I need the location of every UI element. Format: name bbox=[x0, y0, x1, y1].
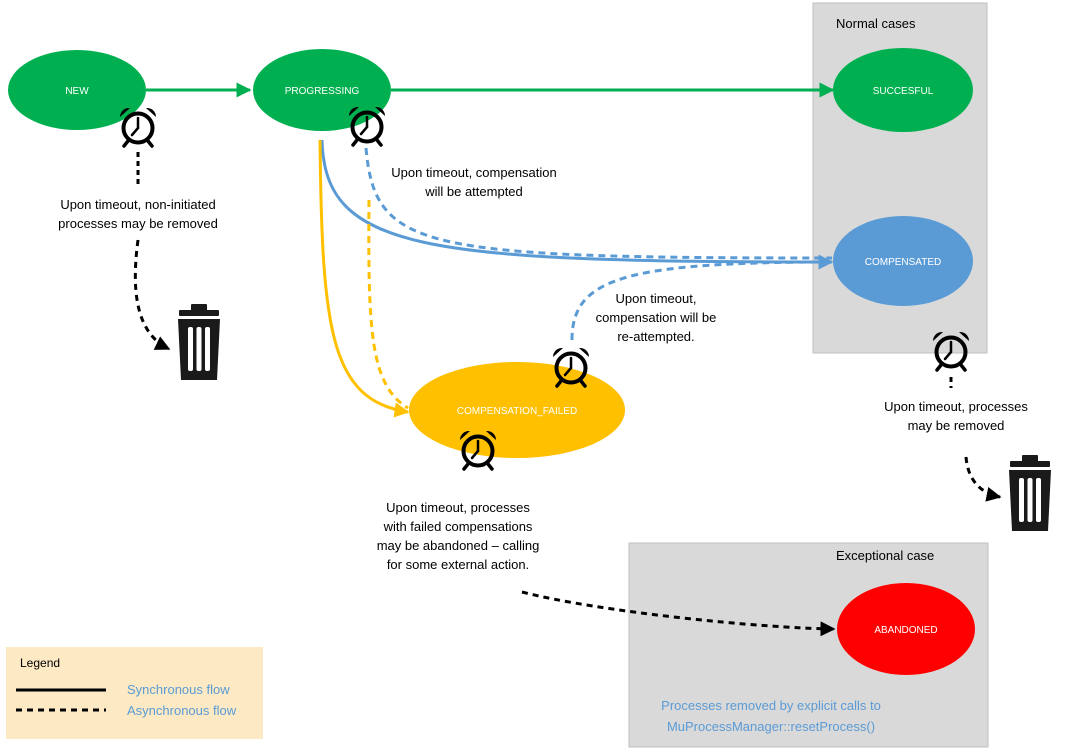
state-new-label: NEW bbox=[65, 86, 89, 97]
compensated-timeout-note-line-1: Upon timeout, processes bbox=[884, 399, 1028, 414]
state-succesful-label: SUCCESFUL bbox=[873, 86, 934, 97]
state-compensated bbox=[833, 216, 973, 306]
retry-note-line-2: compensation will be bbox=[596, 310, 717, 325]
async-flow-new-to-trash bbox=[133, 239, 171, 351]
async-flow-failed-to-compensated bbox=[570, 260, 833, 341]
legend-title: Legend bbox=[20, 656, 60, 670]
trash-can-icon bbox=[1009, 455, 1051, 531]
trash-can-icon bbox=[178, 304, 220, 380]
state-compensation-failed-label: COMPENSATION_FAILED bbox=[457, 406, 577, 417]
state-abandoned bbox=[837, 583, 975, 675]
progressing-timeout-note-line-1: Upon timeout, compensation bbox=[391, 165, 556, 180]
legend-box bbox=[6, 647, 263, 739]
state-progressing-label: PROGRESSING bbox=[285, 86, 360, 97]
state-abandoned-label: ABANDONED bbox=[874, 625, 937, 636]
reset-note-line-1: Processes removed by explicit calls to bbox=[661, 698, 881, 713]
async-flow-compensated-to-trash bbox=[964, 456, 1002, 502]
legend-async-label: Asynchronous flow bbox=[127, 703, 237, 718]
progressing-timeout-note-line-2: will be attempted bbox=[424, 184, 523, 199]
new-timeout-note-line-2: processes may be removed bbox=[58, 216, 218, 231]
normal-cases-title: Normal cases bbox=[836, 16, 916, 31]
state-succesful bbox=[833, 48, 973, 132]
retry-note-line-3: re-attempted. bbox=[617, 329, 694, 344]
async-flow-failed-to-abandoned bbox=[521, 590, 836, 637]
state-new bbox=[8, 50, 146, 130]
async-flow-progressing-to-compensation-failed bbox=[367, 199, 409, 410]
state-compensated-label: COMPENSATED bbox=[865, 257, 942, 268]
legend: Legend Synchronous flow Asynchronous flo… bbox=[6, 647, 263, 739]
legend-sync-label: Synchronous flow bbox=[127, 682, 230, 697]
state-progressing bbox=[253, 49, 391, 131]
flow-progressing-to-compensated bbox=[320, 139, 834, 270]
flow-progressing-to-compensation-failed bbox=[318, 139, 410, 418]
compensated-timeout-note-line-2: may be removed bbox=[908, 418, 1005, 433]
failed-timeout-note-line-4: for some external action. bbox=[387, 557, 529, 572]
failed-timeout-note-line-2: with failed compensations bbox=[383, 519, 533, 534]
reset-note-line-2: MuProcessManager::resetProcess() bbox=[667, 719, 875, 734]
new-timeout-note-line-1: Upon timeout, non-initiated bbox=[60, 197, 215, 212]
exceptional-case-title: Exceptional case bbox=[836, 548, 934, 563]
retry-note-line-1: Upon timeout, bbox=[616, 291, 697, 306]
failed-timeout-note-line-3: may be abandoned – calling bbox=[377, 538, 540, 553]
failed-timeout-note-line-1: Upon timeout, processes bbox=[386, 500, 530, 515]
async-flow-progressing-to-compensated bbox=[364, 147, 833, 260]
